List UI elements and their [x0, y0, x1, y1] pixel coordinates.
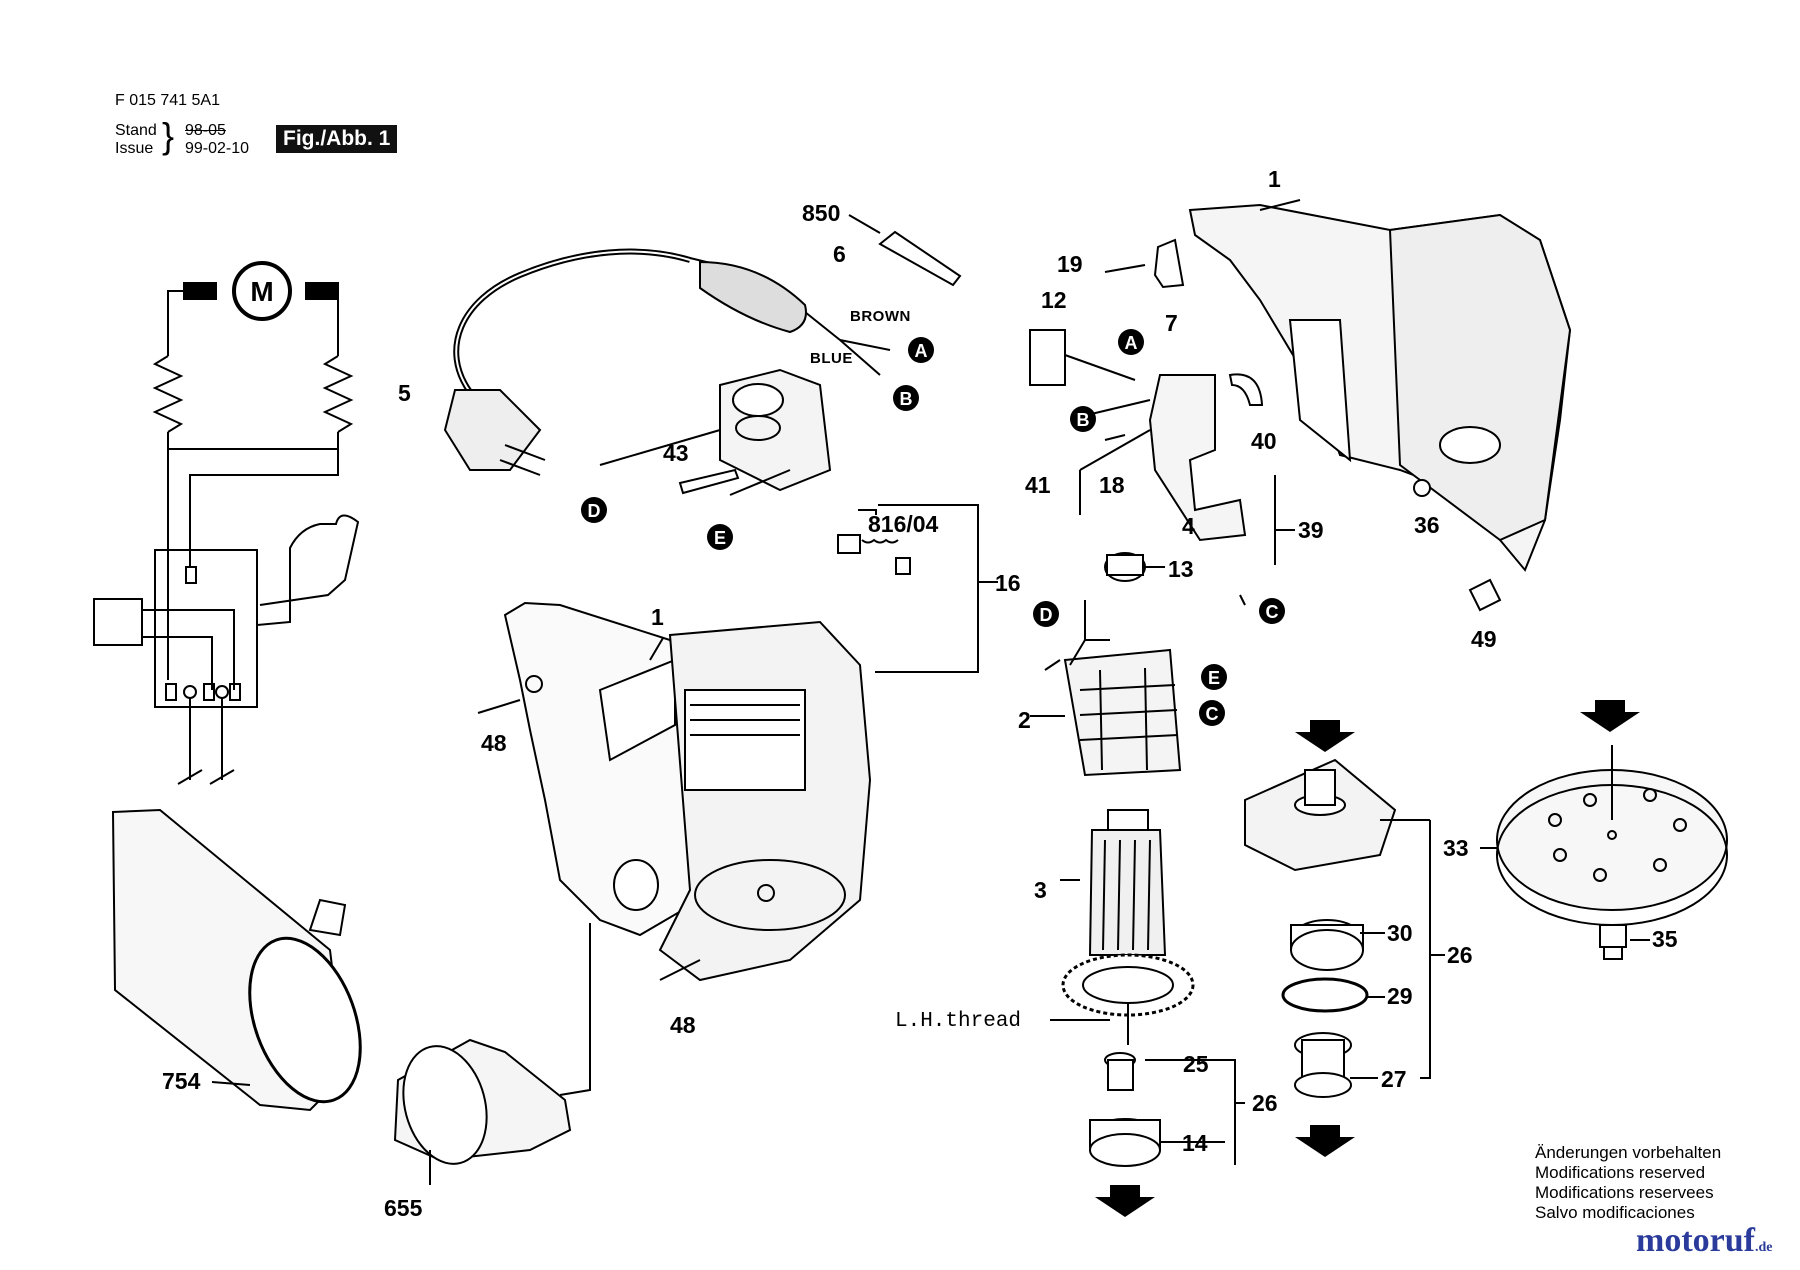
part-label-48: 48	[670, 1012, 696, 1038]
part-label-2: 2	[1018, 707, 1031, 733]
hex-key	[848, 214, 962, 287]
issue-date: 99-02-10	[185, 140, 250, 157]
dust-adapter	[393, 923, 591, 1185]
wire-label-brown: BROWN	[850, 308, 911, 325]
part-label-6: 6	[833, 241, 846, 267]
switch-assembly	[599, 368, 832, 496]
part-label-4: 4	[1182, 513, 1195, 539]
svg-text:E: E	[1208, 668, 1220, 688]
part-label-13: 13	[1168, 556, 1194, 582]
part-label-816-04: 816/04	[868, 511, 939, 537]
sanding-pad	[1480, 745, 1728, 960]
part-label-19: 19	[1057, 251, 1083, 277]
motor-assembly	[1030, 552, 1245, 1167]
part-label-16: 16	[995, 570, 1021, 596]
eccentric-holder	[1244, 758, 1445, 1098]
brace-glyph: }	[162, 115, 175, 156]
part-label-1: 1	[651, 604, 664, 630]
thread-label: L.H.thread	[895, 1010, 1022, 1033]
part-label-43: 43	[663, 440, 689, 466]
svg-text:B: B	[1077, 410, 1090, 430]
part-label-1: 1	[1268, 166, 1281, 192]
dust-bag	[111, 808, 362, 1112]
watermark-name: motoruf	[1636, 1222, 1755, 1259]
stand-date: 98-05	[185, 122, 226, 139]
part-label-35: 35	[1652, 926, 1678, 952]
part-label-41: 41	[1025, 472, 1051, 498]
sander-body	[477, 601, 872, 982]
wiring-schematic: M	[93, 261, 360, 785]
resistor-left	[152, 355, 184, 433]
svg-text:A: A	[1125, 333, 1138, 353]
part-label-27: 27	[1381, 1066, 1407, 1092]
carbon-brush-set	[837, 504, 998, 673]
wire-label-blue: BLUE	[810, 350, 853, 367]
housing-half	[1029, 199, 1572, 612]
note-de: Änderungen vorbehalten	[1535, 1143, 1722, 1162]
motor-symbol-icon	[232, 261, 292, 321]
part-label-30: 30	[1387, 920, 1413, 946]
svg-text:D: D	[588, 501, 601, 521]
part-label-754: 754	[162, 1068, 201, 1094]
part-label-26: 26	[1447, 942, 1473, 968]
watermark-logo: motoruf.de	[1636, 1222, 1772, 1260]
document-code: F 015 741 5A1	[115, 92, 220, 109]
svg-text:C: C	[1206, 704, 1219, 724]
part-label-5: 5	[398, 380, 411, 406]
svg-text:E: E	[714, 528, 726, 548]
svg-text:A: A	[915, 341, 928, 361]
part-label-850: 850	[802, 200, 841, 226]
connector-badges: A B D E A B C D E C	[581, 329, 1285, 726]
note-fr: Modifications reservees	[1535, 1183, 1714, 1202]
svg-text:C: C	[1266, 602, 1279, 622]
stand-label: Stand	[115, 122, 157, 139]
part-label-3: 3	[1034, 877, 1047, 903]
note-en: Modifications reserved	[1535, 1163, 1706, 1182]
part-label-26: 26	[1252, 1090, 1278, 1116]
svg-text:D: D	[1040, 605, 1053, 625]
direction-arrows	[1095, 700, 1640, 1217]
part-label-655: 655	[384, 1195, 423, 1221]
part-label-14: 14	[1182, 1130, 1208, 1156]
part-label-12: 12	[1041, 287, 1067, 313]
issue-label: Issue	[115, 140, 154, 157]
part-label-7: 7	[1165, 310, 1178, 336]
part-label-48: 48	[481, 730, 507, 756]
part-label-39: 39	[1298, 517, 1324, 543]
motor-symbol-label: M	[250, 276, 273, 307]
part-label-49: 49	[1471, 626, 1497, 652]
part-label-25: 25	[1183, 1051, 1209, 1077]
part-label-33: 33	[1443, 835, 1469, 861]
resistor-right	[322, 355, 354, 433]
figure-badge: Fig./Abb. 1	[276, 125, 398, 153]
watermark-tld: .de	[1754, 1240, 1773, 1255]
part-label-18: 18	[1099, 472, 1125, 498]
part-label-36: 36	[1414, 512, 1440, 538]
note-es: Salvo modificaciones	[1535, 1203, 1695, 1222]
svg-text:B: B	[900, 389, 913, 409]
part-label-29: 29	[1387, 983, 1413, 1009]
power-cord	[443, 248, 891, 476]
part-label-40: 40	[1251, 428, 1277, 454]
